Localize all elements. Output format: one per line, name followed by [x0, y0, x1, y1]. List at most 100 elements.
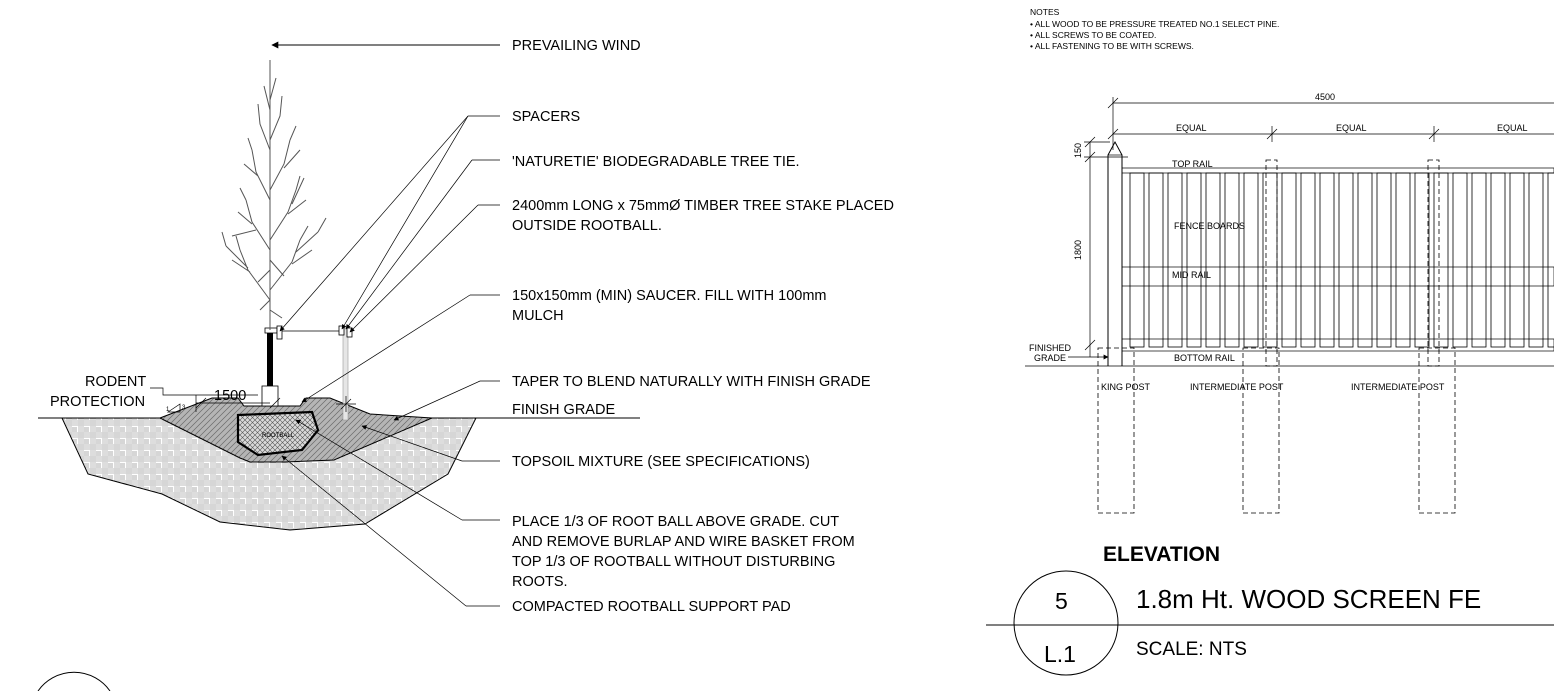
dim-1800: 1800	[1073, 240, 1083, 260]
place-leader	[295, 419, 463, 521]
slope-symbol	[166, 403, 181, 413]
fence-board	[1433, 172, 1449, 348]
fence-board	[1224, 172, 1240, 348]
saucer-leader	[301, 294, 471, 403]
intermediate-footing-2	[1418, 347, 1456, 514]
fence-board	[1547, 172, 1554, 348]
finished-grade-label-1: FINISHED	[1029, 343, 1072, 353]
topsoil-leader	[361, 425, 463, 462]
dim-1500: 1500	[214, 388, 246, 404]
intermediate-post-label-2: INTERMEDIATE POST	[1351, 382, 1445, 392]
fence-board	[1414, 172, 1430, 348]
pad-leader	[281, 455, 467, 607]
fence-board	[1186, 172, 1202, 348]
rodent-leader	[150, 387, 258, 396]
rootball-label: ROOTBALL	[262, 433, 295, 439]
fence-board	[1205, 172, 1221, 348]
king-post-footing	[1097, 347, 1135, 514]
slope-run: 1	[166, 407, 170, 413]
note-1: • ALL WOOD TO BE PRESSURE TREATED NO.1 S…	[1030, 19, 1279, 29]
dim-equal-1: EQUAL	[1176, 123, 1207, 133]
dim-equal-2: EQUAL	[1336, 123, 1367, 133]
dim-4500: 4500	[1315, 92, 1335, 102]
mid-rail	[1121, 266, 1554, 287]
fence-board	[1262, 172, 1278, 348]
fence-board	[1528, 172, 1544, 348]
scale-label: SCALE: NTS	[1136, 639, 1247, 660]
rodent-protection-guard	[261, 385, 279, 407]
fence-board	[1395, 172, 1411, 348]
stake-label-2: OUTSIDE ROOTBALL.	[512, 218, 662, 234]
fence-detail: NOTES • ALL WOOD TO BE PRESSURE TREATED …	[986, 7, 1554, 676]
top-rail	[1121, 167, 1554, 174]
tree-trunk	[267, 330, 273, 406]
spacers-label: SPACERS	[512, 109, 580, 125]
tree-tie-label: 'NATURETIE' BIODEGRADABLE TREE TIE.	[512, 154, 800, 170]
topsoil-label: TOPSOIL MIXTURE (SEE SPECIFICATIONS)	[512, 454, 810, 470]
tree-tie-right	[346, 327, 353, 338]
fence-board	[1338, 172, 1354, 348]
top-rail-label: TOP RAIL	[1172, 159, 1213, 169]
king-post	[1107, 140, 1123, 366]
note-3: • ALL FASTENING TO BE WITH SCREWS.	[1030, 41, 1194, 51]
fence-board	[1376, 172, 1392, 348]
fence-board	[1452, 172, 1468, 348]
notes-title: NOTES	[1030, 7, 1060, 17]
saucer-label-1: 150x150mm (MIN) SAUCER. FILL WITH 100mm	[512, 288, 827, 304]
prevailing-wind-label: PREVAILING WIND	[512, 38, 641, 54]
mid-rail-label: MID RAIL	[1172, 270, 1211, 280]
pad-label: COMPACTED ROOTBALL SUPPORT PAD	[512, 599, 791, 615]
intermediate-post-2	[1427, 159, 1440, 367]
fence-title: 1.8m Ht. WOOD SCREEN FE	[1136, 584, 1481, 614]
intermediate-footing-1	[1242, 347, 1280, 514]
fence-board	[1129, 172, 1145, 348]
rodent-label-1: RODENT	[85, 374, 146, 390]
title-circle	[1013, 570, 1119, 676]
tree-tie-leader	[345, 159, 473, 330]
bottom-rail-label: BOTTOM RAIL	[1174, 353, 1235, 363]
tree-tie-spacer-right	[338, 325, 345, 336]
spacers-leader-1	[279, 115, 469, 332]
dim-150: 150	[1073, 143, 1083, 158]
taper-leader	[393, 380, 481, 421]
slope-rise: 3	[182, 405, 186, 411]
intermediate-post-label-1: INTERMEDIATE POST	[1190, 382, 1284, 392]
finish-grade-label: FINISH GRADE	[512, 402, 615, 418]
king-post-label: KING POST	[1101, 382, 1151, 392]
fence-board	[1471, 172, 1487, 348]
place-label-4: ROOTS.	[512, 574, 568, 590]
fence-board	[1243, 172, 1259, 348]
fence-board	[1319, 172, 1335, 348]
saucer-label-2: MULCH	[512, 308, 564, 324]
spacers-leader-2	[341, 115, 469, 330]
stake-leader	[349, 204, 479, 333]
fence-boards-label: FENCE BOARDS	[1174, 221, 1245, 231]
tree-tie-left	[276, 325, 283, 340]
fence-board	[1357, 172, 1373, 348]
fence-boards	[1129, 172, 1554, 348]
note-2: • ALL SCREWS TO BE COATED.	[1030, 30, 1156, 40]
fence-board	[1167, 172, 1183, 348]
taper-label: TAPER TO BLEND NATURALLY WITH FINISH GRA…	[512, 374, 871, 390]
tree-title-circle-partial	[37, 671, 111, 691]
bottom-rail	[1121, 338, 1554, 352]
fence-board	[1509, 172, 1525, 348]
dim-equal-3: EQUAL	[1497, 123, 1528, 133]
stake-label-1: 2400mm LONG x 75mmØ TIMBER TREE STAKE PL…	[512, 198, 894, 214]
place-label-2: AND REMOVE BURLAP AND WIRE BASKET FROM	[512, 534, 855, 550]
fence-board	[1148, 172, 1164, 348]
fence-board	[1281, 172, 1297, 348]
tree-planting-detail: ROOTBALL	[37, 38, 894, 691]
fence-board	[1490, 172, 1506, 348]
place-label-1: PLACE 1/3 OF ROOT BALL ABOVE GRADE. CUT	[512, 514, 839, 530]
tree-crown	[221, 60, 327, 330]
sheet-number: L.1	[1044, 641, 1076, 667]
intermediate-post-1	[1265, 159, 1278, 367]
planting-pit	[61, 417, 477, 531]
finished-grade-label-2: GRADE	[1034, 353, 1066, 363]
elevation-title: ELEVATION	[1103, 543, 1220, 566]
tree-tie-spacer-left	[264, 327, 278, 334]
fence-board	[1300, 172, 1316, 348]
detail-number: 5	[1055, 588, 1068, 614]
